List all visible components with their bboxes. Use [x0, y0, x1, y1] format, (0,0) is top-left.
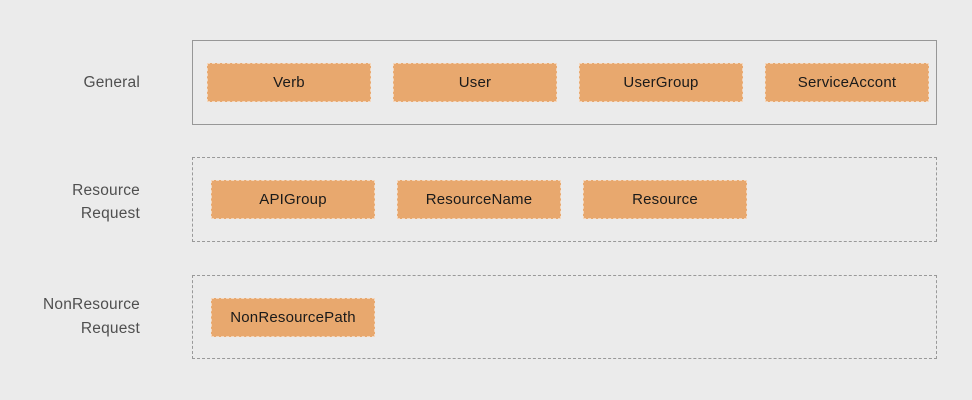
- row-label-line: General: [83, 74, 140, 91]
- row-label-line: NonResource: [43, 296, 140, 313]
- row-label-line: Request: [80, 205, 140, 222]
- node-nonresourcepath: NonResourcePath: [211, 297, 375, 337]
- node-serviceaccont: ServiceAccont: [765, 63, 929, 102]
- row-label-resource-request: Resource Request: [0, 179, 140, 225]
- group-resource-request: APIGroup ResourceName Resource: [192, 157, 937, 242]
- node-resource: Resource: [583, 180, 747, 219]
- node-verb: Verb: [207, 63, 371, 102]
- group-general: Verb User UserGroup ServiceAccont: [192, 40, 937, 125]
- row-label-line: Request: [80, 320, 140, 337]
- group-nonresource-request: NonResourcePath: [192, 275, 937, 359]
- row-label-nonresource-request: NonResource Request: [0, 293, 140, 341]
- node-user: User: [393, 63, 557, 102]
- row-label-general: General: [0, 74, 140, 91]
- node-resourcename: ResourceName: [397, 180, 561, 219]
- node-apigroup: APIGroup: [211, 180, 375, 219]
- row-label-line: Resource: [72, 182, 140, 199]
- node-usergroup: UserGroup: [579, 63, 743, 102]
